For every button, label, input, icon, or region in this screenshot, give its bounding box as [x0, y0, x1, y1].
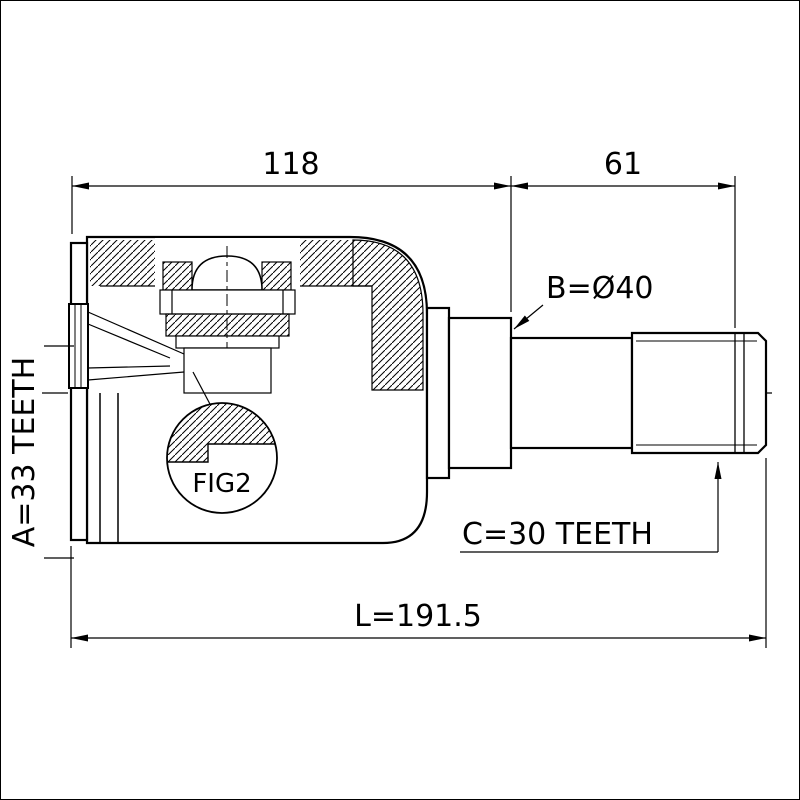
- dimensions: 118 61 L=191.5 B=Ø40 C=30 TEETH A=33 TEE…: [7, 147, 767, 648]
- boot-clamp-detail: [155, 238, 300, 352]
- snap-ring-groove: [734, 333, 745, 453]
- inner-race: [183, 347, 272, 394]
- output-shaft: [425, 306, 768, 480]
- housing-step-lines: [99, 393, 119, 543]
- clamp-band-lines: [171, 290, 284, 314]
- hatch-right-wall: [352, 239, 424, 391]
- clamp-block-right: [261, 261, 292, 291]
- teeth-a-label: A=33 TEETH: [7, 357, 42, 548]
- cone-lines: [87, 311, 185, 381]
- fig2-detail: FIG2: [166, 371, 278, 514]
- teeth-a-extension-ticks: [44, 345, 74, 559]
- diameter-b-leader: [513, 304, 544, 330]
- spline-section: [630, 331, 768, 455]
- spline-outline: [630, 331, 768, 455]
- hatch-top-right-wall: [298, 240, 353, 286]
- fig2-hatch-region: [167, 403, 277, 462]
- teeth-c-label: C=30 TEETH: [462, 517, 653, 552]
- housing-back-plate: [69, 241, 89, 542]
- diameter-b-label: B=Ø40: [546, 271, 654, 306]
- shaft-collar: [425, 306, 451, 480]
- dimension-length-label: L=191.5: [354, 599, 482, 634]
- shaft-seal-land: [447, 316, 513, 470]
- clamp-block-left: [162, 261, 193, 291]
- shaft-body: [509, 336, 634, 450]
- dimension-118-label: 118: [262, 147, 319, 182]
- dimension-61-label: 61: [604, 147, 642, 182]
- fig2-step-edge: [167, 443, 277, 463]
- fig2-label: FIG2: [192, 469, 251, 499]
- hatch-top-left-wall: [90, 240, 157, 286]
- fig2-leader-line: [192, 371, 212, 407]
- stub-lines: [74, 304, 82, 388]
- spline-root-lines: [636, 340, 757, 446]
